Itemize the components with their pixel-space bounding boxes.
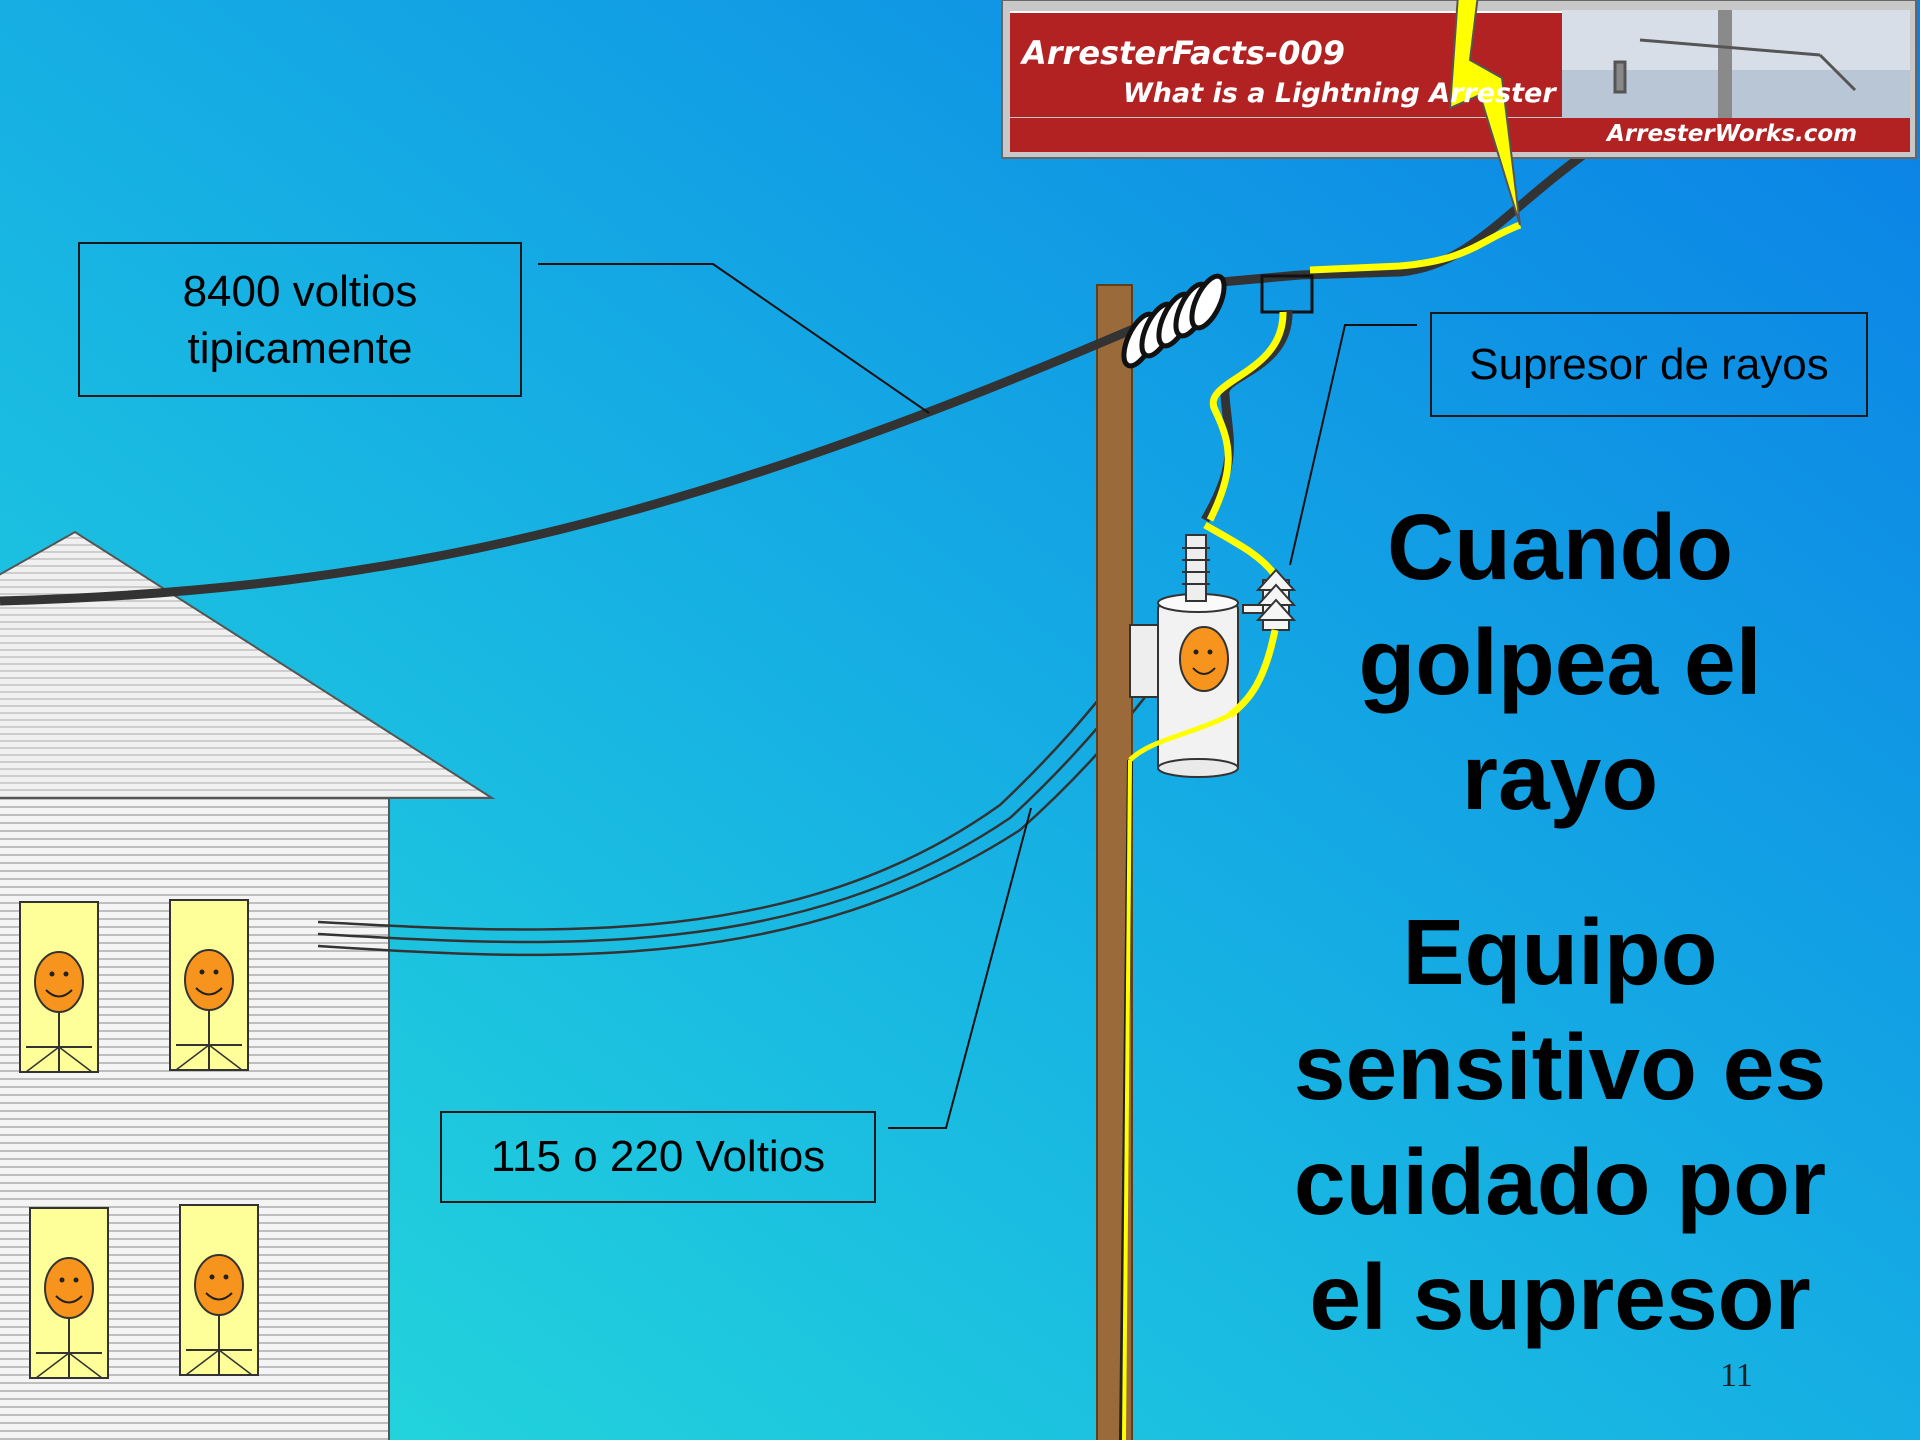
transformer-icon bbox=[1129, 534, 1239, 778]
window-person-4 bbox=[179, 1204, 259, 1376]
yellow-surge-primary bbox=[1309, 221, 1522, 274]
banner-title: ArresterFacts-009 bbox=[1022, 34, 1346, 72]
callout-low-voltage: 115 o 220 Voltios bbox=[440, 1111, 876, 1203]
callout-high-voltage: 8400 voltios tipicamente bbox=[78, 242, 522, 397]
leader-supresor bbox=[1289, 324, 1417, 566]
window-person-3 bbox=[29, 1207, 109, 1379]
smiley-face-icon bbox=[1179, 626, 1229, 692]
window-person-1 bbox=[19, 901, 99, 1073]
heading-protected: Equipo sensitivo es cuidado por el supre… bbox=[1293, 900, 1827, 1349]
yellow-surge-to-arrester bbox=[1203, 521, 1278, 578]
leader-115 bbox=[888, 807, 1032, 1129]
page-number: 11 bbox=[1720, 1357, 1753, 1394]
surge-arrester-icon bbox=[1242, 568, 1297, 631]
yellow-surge-drop bbox=[1206, 311, 1287, 522]
banner-site[interactable]: ArresterWorks.com bbox=[1607, 121, 1858, 147]
house bbox=[0, 530, 496, 1440]
callout-arrester: Supresor de rayos bbox=[1430, 312, 1868, 417]
yellow-surge-ground bbox=[1227, 629, 1279, 718]
yellow-ground-trail bbox=[1122, 759, 1132, 1440]
primary-line bbox=[0, 295, 1202, 606]
lightning-bolt-icon bbox=[1448, 0, 1521, 226]
banner-subtitle: What is a Lightning Arrester bbox=[1123, 78, 1556, 109]
primary-line-right bbox=[1209, 146, 1593, 288]
leader-8400 bbox=[538, 263, 930, 414]
insulator-icon bbox=[1121, 273, 1227, 369]
heading-strike: Cuando golpea el rayo bbox=[1358, 495, 1762, 829]
window-person-2 bbox=[169, 899, 249, 1071]
